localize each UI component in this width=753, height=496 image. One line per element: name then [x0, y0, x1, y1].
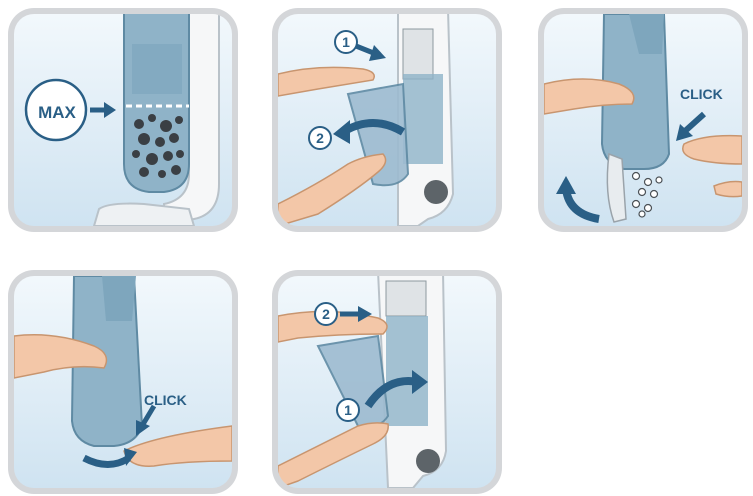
step-5-illustration — [278, 276, 496, 488]
click-label: CLICK — [680, 86, 723, 102]
step-badge-2: 2 — [313, 306, 339, 322]
max-label: MAX — [30, 103, 84, 123]
step-2-panel: 1 2 — [272, 8, 502, 232]
step-3-panel: CLICK — [538, 8, 748, 232]
step-badge-1: 1 — [335, 402, 361, 418]
step-5-panel: 2 1 — [272, 270, 502, 494]
step-2-illustration — [278, 14, 496, 226]
arrow-right-icon — [104, 102, 116, 118]
arrow-icon — [369, 45, 386, 61]
curved-arrow-icon — [556, 176, 576, 194]
step-badge-2: 2 — [307, 130, 333, 146]
step-1-panel: MAX — [8, 8, 238, 232]
step-4-panel: CLICK — [8, 270, 238, 494]
step-3-illustration — [544, 14, 742, 226]
curved-arrow-icon — [333, 120, 350, 144]
step-badge-1: 1 — [333, 34, 359, 50]
step-4-illustration — [14, 276, 232, 488]
click-label: CLICK — [144, 392, 187, 408]
